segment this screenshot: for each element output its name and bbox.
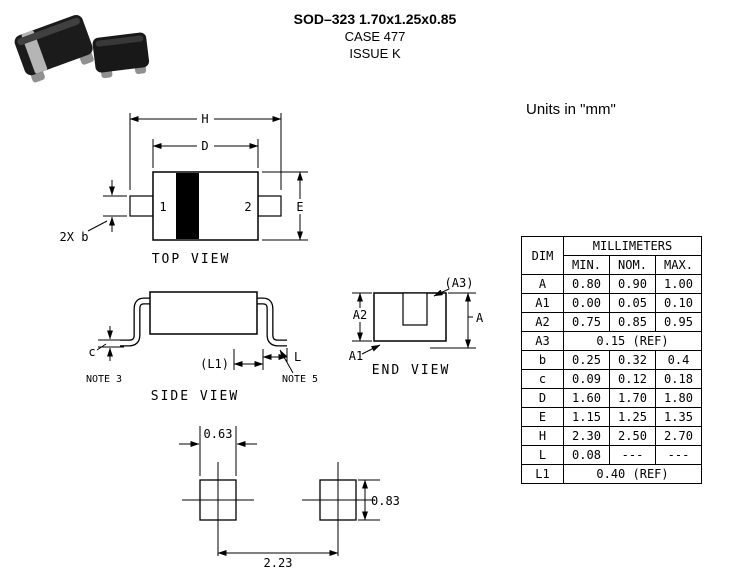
dimension-table: DIM MILLIMETERS MIN. NOM. MAX. A 0.80 0.… xyxy=(521,236,702,484)
table-row: b 0.25 0.32 0.4 xyxy=(521,350,702,370)
dim-label-pad-width: 0.63 xyxy=(204,427,233,441)
table-row: A 0.80 0.90 1.00 xyxy=(521,274,702,294)
title-block: SOD–323 1.70x1.25x0.85 CASE 477 ISSUE K xyxy=(0,11,750,61)
table-cell: 1.60 xyxy=(563,388,610,408)
table-header-dim: DIM xyxy=(521,236,564,275)
table-cell: 1.80 xyxy=(655,388,702,408)
dim-label-pad-height: 0.83 xyxy=(371,494,400,508)
table-cell: 1.00 xyxy=(655,274,702,294)
top-view-label: TOP VIEW xyxy=(152,252,231,267)
table-cell: 0.18 xyxy=(655,369,702,389)
table-row: D 1.60 1.70 1.80 xyxy=(521,388,702,408)
table-cell: 0.12 xyxy=(609,369,656,389)
table-cell: E xyxy=(521,407,564,427)
table-cell: 0.40 (REF) xyxy=(563,464,702,484)
dim-label-L1: (L1) xyxy=(200,357,229,371)
table-cell: 0.95 xyxy=(655,312,702,332)
top-view-drawing: 1 2 H D E 2X b TOP VIEW xyxy=(60,111,308,267)
table-header-min: MIN. xyxy=(563,255,610,275)
table-cell: 0.85 xyxy=(609,312,656,332)
table-cell: 0.08 xyxy=(563,445,610,465)
dim-label-H: H xyxy=(201,112,208,126)
table-cell: D xyxy=(521,388,564,408)
table-cell: 1.25 xyxy=(609,407,656,427)
table-header-units: MILLIMETERS xyxy=(563,236,702,256)
pin1-number: 1 xyxy=(159,200,166,214)
cathode-band xyxy=(176,173,199,239)
table-cell: 0.90 xyxy=(609,274,656,294)
table-header-max: MAX. xyxy=(655,255,702,275)
pin2-number: 2 xyxy=(244,200,251,214)
table-row: E 1.15 1.25 1.35 xyxy=(521,407,702,427)
table-cell: 0.80 xyxy=(563,274,610,294)
dim-label-c: c xyxy=(88,345,95,359)
pad-layout-drawing: 0.63 0.83 2.23 xyxy=(179,426,400,570)
side-note-5: NOTE 5 xyxy=(282,374,318,385)
pad-right xyxy=(319,479,357,521)
table-cell: A2 xyxy=(521,312,564,332)
table-cell: H xyxy=(521,426,564,446)
table-cell: 2.30 xyxy=(563,426,610,446)
package-3d-render xyxy=(14,14,150,83)
table-cell: 0.10 xyxy=(655,293,702,313)
dim-label-b: 2X b xyxy=(60,230,89,244)
table-row: L1 0.40 (REF) xyxy=(521,464,702,484)
table-cell: --- xyxy=(655,445,702,465)
side-view-label: SIDE VIEW xyxy=(151,389,239,404)
top-view-pin2-lead xyxy=(257,195,282,217)
table-row: L 0.08 --- --- xyxy=(521,445,702,465)
table-cell: 0.25 xyxy=(563,350,610,370)
table-row: A1 0.00 0.05 0.10 xyxy=(521,293,702,313)
table-header-nom: NOM. xyxy=(609,255,656,275)
dim-label-A3: (A3) xyxy=(445,276,474,290)
table-cell: 2.50 xyxy=(609,426,656,446)
dim-label-E: E xyxy=(296,200,303,214)
table-row: c 0.09 0.12 0.18 xyxy=(521,369,702,389)
table-cell: 1.35 xyxy=(655,407,702,427)
body-highlight xyxy=(95,35,144,47)
table-row: A3 0.15 (REF) xyxy=(521,331,702,351)
table-cell: 0.09 xyxy=(563,369,610,389)
issue-revision: ISSUE K xyxy=(349,46,401,61)
table-row: H 2.30 2.50 2.70 xyxy=(521,426,702,446)
units-note: Units in "mm" xyxy=(526,101,616,118)
table-cell: A xyxy=(521,274,564,294)
dim-label-pad-pitch: 2.23 xyxy=(264,556,293,570)
table-cell: 1.15 xyxy=(563,407,610,427)
side-view-body xyxy=(149,291,258,335)
table-cell: L xyxy=(521,445,564,465)
table-cell: A3 xyxy=(521,331,564,351)
dim-label-A: A xyxy=(476,311,484,325)
table-cell: c xyxy=(521,369,564,389)
end-view-lead xyxy=(402,292,428,326)
table-cell: --- xyxy=(609,445,656,465)
side-view-drawing: c NOTE 3 (L1) L NOTE 5 SIDE VIEW xyxy=(86,291,318,404)
case-number: CASE 477 xyxy=(344,29,406,44)
dim-label-A2: A2 xyxy=(353,308,367,322)
table-cell: 0.4 xyxy=(655,350,702,370)
table-cell: 0.75 xyxy=(563,312,610,332)
page-title: SOD–323 1.70x1.25x0.85 xyxy=(293,11,457,27)
table-cell: b xyxy=(521,350,564,370)
table-cell: 0.05 xyxy=(609,293,656,313)
table-row: A2 0.75 0.85 0.95 xyxy=(521,312,702,332)
table-cell: 2.70 xyxy=(655,426,702,446)
body-highlight xyxy=(17,17,80,46)
top-view-body xyxy=(152,171,259,241)
table-cell: 0.15 (REF) xyxy=(563,331,702,351)
end-view-drawing: A2 A A1 (A3) END VIEW xyxy=(349,276,484,378)
dim-label-L: L xyxy=(294,350,301,364)
table-cell: 1.70 xyxy=(609,388,656,408)
side-note-3: NOTE 3 xyxy=(86,374,122,385)
table-cell: L1 xyxy=(521,464,564,484)
dim-label-A1: A1 xyxy=(349,349,363,363)
top-view-pin1-lead xyxy=(129,195,154,217)
end-view-label: END VIEW xyxy=(372,363,451,378)
dim-label-D: D xyxy=(201,139,208,153)
pad-left xyxy=(199,479,237,521)
table-cell: 0.32 xyxy=(609,350,656,370)
table-cell: A1 xyxy=(521,293,564,313)
table-cell: 0.00 xyxy=(563,293,610,313)
